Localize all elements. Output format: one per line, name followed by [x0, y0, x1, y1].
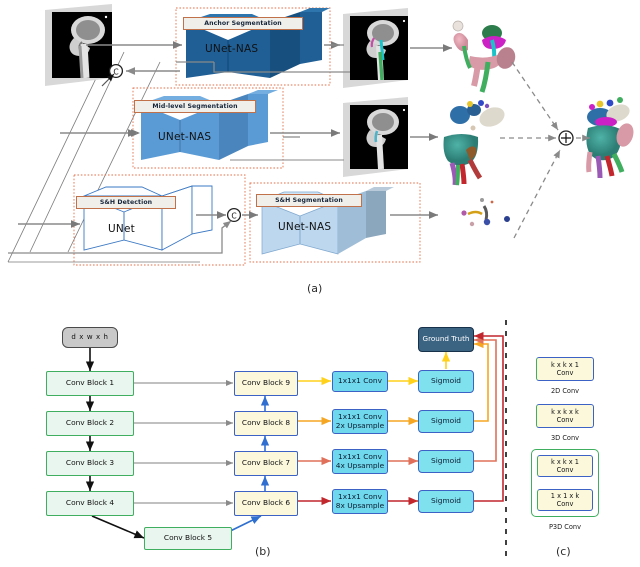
label-midlevel-model: UNet-NAS	[158, 131, 212, 143]
conv-block-8: Conv Block 8	[234, 411, 298, 436]
conv-head-3: 1x1x1 Conv 4x Upsample	[332, 449, 388, 474]
skip-arrows	[134, 379, 233, 507]
panel-label-a: (a)	[307, 282, 323, 295]
panel-label-c: (c)	[556, 545, 571, 558]
tag-midlevel-segmentation: Mid-level Segmentation	[134, 100, 256, 113]
fused-3d-render	[586, 97, 634, 179]
conv-block-7: Conv Block 7	[234, 451, 298, 476]
conv-block-1: Conv Block 1	[46, 371, 134, 396]
legend-p3d-caption: P3D Conv	[548, 523, 582, 531]
anchor-output-ct-image	[343, 8, 408, 88]
label-sh-detection-model: UNet	[108, 223, 135, 235]
sigmoid-2: Sigmoid	[418, 410, 474, 433]
ground-truth-node: Ground Truth	[418, 327, 474, 352]
legend-3d-conv-caption: 3D Conv	[550, 434, 580, 442]
conv-block-9: Conv Block 9	[234, 371, 298, 396]
tag-anchor-segmentation: Anchor Segmentation	[183, 17, 303, 30]
input-ct-image	[45, 4, 112, 86]
conv-block-3: Conv Block 3	[46, 451, 134, 476]
legend-p3d-box-top: k x k x 1 Conv	[537, 455, 593, 477]
midlevel-3d-render	[443, 100, 505, 186]
encoder-arrows	[85, 348, 145, 539]
conv-block-5: Conv Block 5	[144, 527, 232, 550]
ct-anatomy-3	[366, 108, 406, 169]
sigmoid-3: Sigmoid	[418, 450, 474, 473]
anchor-3d-render	[452, 20, 516, 93]
conv-head-1: 1x1x1 Conv	[332, 371, 388, 392]
sigmoid-4: Sigmoid	[418, 490, 474, 513]
conv-head-4: 1x1x1 Conv 8x Upsample	[332, 489, 388, 514]
sh-detection-unet-shape	[83, 185, 213, 251]
conv-head-2: 1x1x1 Conv 2x Upsample	[332, 409, 388, 434]
panel-label-b: (b)	[255, 545, 271, 558]
legend-p3d-box-bottom: 1 x 1 x k Conv	[537, 489, 593, 511]
label-sh-segmentation-model: UNet-NAS	[278, 221, 332, 233]
deep-supervision-arrows	[298, 331, 504, 506]
ct-anatomy-2	[366, 19, 406, 80]
label-anchor-model: UNet-NAS	[205, 43, 259, 55]
module-boundary-dashed	[73, 7, 421, 266]
fusion-dashed-arrows	[500, 61, 590, 239]
sigmoid-1: Sigmoid	[418, 370, 474, 393]
conv-block-4: Conv Block 4	[46, 491, 134, 516]
tag-sh-detection: S&H Detection	[76, 196, 176, 209]
input-shape-node: d x w x h	[62, 327, 118, 348]
svg-text:C: C	[113, 67, 118, 76]
tag-sh-segmentation: S&H Segmentation	[256, 194, 362, 207]
sum-node	[558, 130, 574, 146]
concat-node-2: C	[8, 207, 242, 254]
legend-2d-conv-box: k x k x 1 Conv	[536, 357, 594, 381]
conv-block-6: Conv Block 6	[234, 491, 298, 516]
concat-node-1: C	[101, 63, 180, 87]
flow-arrows-a	[18, 41, 452, 228]
legend-2d-conv-caption: 2D Conv	[550, 387, 580, 395]
svg-text:C: C	[231, 211, 236, 220]
midlevel-output-ct-image	[343, 97, 408, 177]
conv-block-2: Conv Block 2	[46, 411, 134, 436]
legend-3d-conv-box: k x k x k Conv	[536, 404, 594, 428]
ct-anatomy-1	[69, 15, 108, 78]
sh-3d-render	[461, 198, 510, 227]
